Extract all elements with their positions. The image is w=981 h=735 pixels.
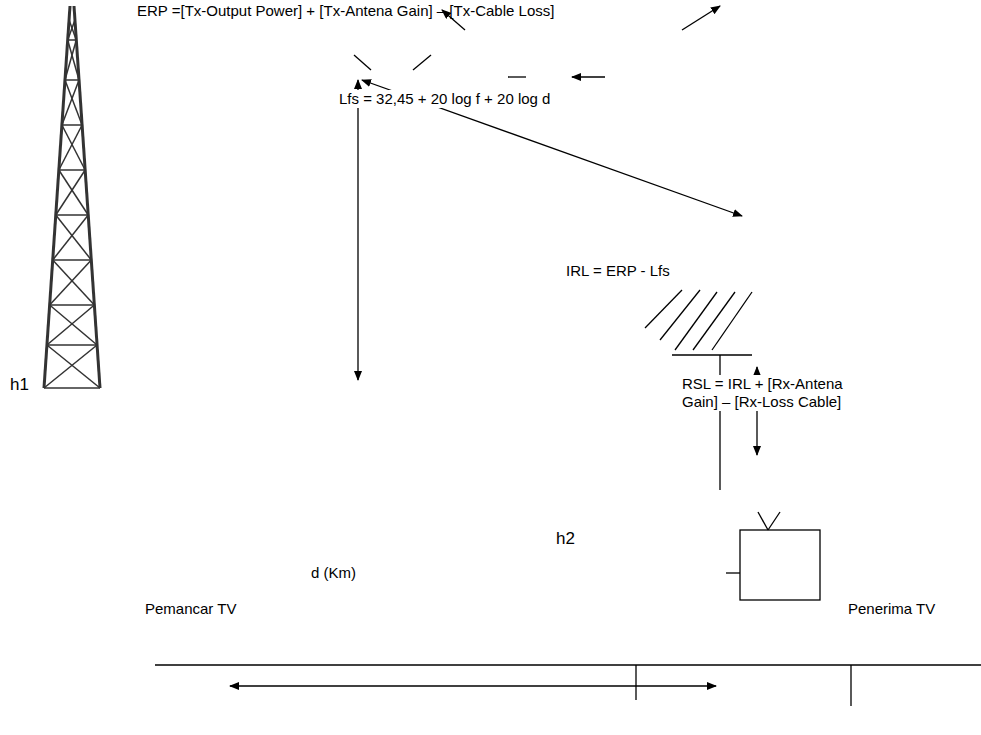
tower-strut [47, 305, 94, 345]
tower-strut [50, 304, 95, 306]
tower-strut [65, 40, 76, 80]
tower-strut [44, 6, 70, 388]
tower-strut [44, 387, 100, 389]
tower-strut [68, 39, 77, 41]
caption-label: Penerima TV [848, 600, 935, 618]
tower-strut [62, 124, 82, 126]
formula-text: RSL = IRL + [Rx-Antena Gain] – [Rx-Loss … [680, 375, 864, 411]
height-label: h2 [556, 530, 575, 548]
tower-strut [68, 20, 75, 40]
tower-strut [62, 125, 85, 170]
tower-strut [56, 215, 92, 260]
tower-strut [59, 169, 85, 171]
tower-strut [56, 214, 88, 216]
tower-strut [47, 344, 97, 346]
tower-strut [53, 215, 89, 260]
dimension-label: d (Km) [311, 564, 356, 582]
tower-strut [62, 80, 79, 125]
tower-strut [47, 345, 100, 388]
formula-text: ERP =[Tx-Output Power] + [Tx-Antena Gain… [137, 2, 554, 20]
tower-strut [50, 305, 97, 345]
tower-strut [65, 79, 79, 81]
tower-strut [50, 260, 92, 305]
tower-strut [44, 345, 97, 388]
tower-strut [53, 259, 92, 261]
tower-strut [74, 6, 100, 388]
tower-strut [65, 80, 82, 125]
tower-strut [59, 125, 82, 170]
tower-strut [68, 40, 79, 80]
tower-strut [53, 260, 95, 305]
tower-strut [59, 170, 88, 215]
tower-strut [56, 170, 85, 215]
formula-text: Lfs = 32,45 + 20 log f + 20 log d [337, 90, 552, 108]
caption-label: Pemancar TV [145, 600, 236, 618]
formula-text: IRL = ERP - Lfs [566, 262, 670, 280]
height-label: h1 [10, 376, 29, 394]
tower-strut [69, 20, 76, 40]
